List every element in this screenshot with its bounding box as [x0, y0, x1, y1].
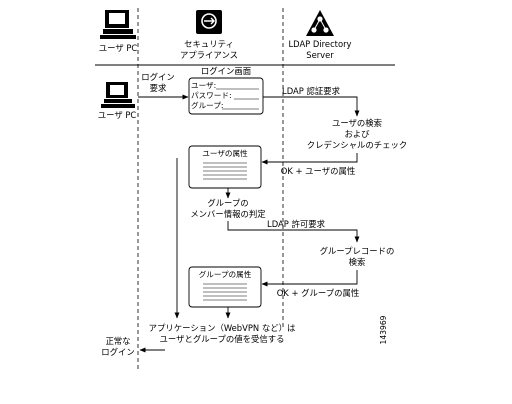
- header-user-pc-label: ユーザ PC: [99, 43, 138, 53]
- login-request-label-1: ログイン: [141, 72, 175, 82]
- ok-user-attributes-label: OK + ユーザの属性: [281, 166, 356, 176]
- login-screen-box: [188, 77, 264, 115]
- header-ldap-label-2: Server: [306, 50, 334, 60]
- group-record-label-1: グループレコードの: [320, 246, 395, 256]
- group-attributes-title: グループの属性: [199, 269, 252, 279]
- user-search-label-3: クレデンシャルのチェック: [307, 140, 408, 150]
- app-receives-label-1: アプリケーション（WebVPN など）は: [149, 323, 296, 333]
- left-user-pc-label: ユーザ PC: [98, 110, 137, 120]
- ok-group-attributes-label: OK + グループの属性: [277, 288, 360, 298]
- group-record-label-2: 検索: [349, 257, 366, 267]
- user-attributes-lines: [203, 162, 247, 180]
- user-pc-icon: [100, 10, 136, 39]
- login-request-label-2: 要求: [150, 83, 167, 93]
- header-appliance-label-2: アプライアンス: [180, 50, 238, 60]
- header-ldap-label-1: LDAP Directory: [288, 39, 351, 49]
- ok-user-attributes-arrow: [261, 153, 358, 165]
- header-appliance-label-1: セキュリティ: [184, 39, 234, 49]
- ldap-authz-request-arrow: [227, 221, 360, 243]
- app-receives-label-2: ユーザとグループの値を受信する: [160, 334, 285, 344]
- user-search-label-2: および: [344, 129, 370, 139]
- left-user-pc-icon: [101, 82, 135, 108]
- normal-login-label-2: ログイン: [101, 347, 135, 357]
- ok-group-attributes-arrow: [261, 270, 358, 287]
- figure-id: 143969: [379, 315, 388, 344]
- user-attributes-title: ユーザの属性: [202, 148, 248, 158]
- user-search-label-1: ユーザの検索: [332, 118, 382, 128]
- ldap-server-icon: [306, 10, 334, 36]
- group-member-label-2: メンバー情報の判定: [190, 209, 266, 219]
- login-password-field: パスワード:: [191, 91, 232, 100]
- group-attributes-box: [188, 266, 262, 308]
- login-screen-title: ログイン画面: [201, 66, 251, 76]
- ldap-auth-request-label: LDAP 認証要求: [282, 86, 341, 96]
- group-member-label-1: グループの: [207, 198, 248, 208]
- login-group-field: グループ:: [191, 100, 223, 110]
- login-user-field: ユーザ:: [191, 81, 216, 90]
- ldap-authz-request-label: LDAP 許可要求: [267, 219, 326, 229]
- normal-login-label-1: 正常な: [105, 336, 130, 346]
- security-appliance-icon: [196, 10, 222, 34]
- ldap-auth-request-arrow: [263, 96, 360, 117]
- group-attributes-lines: [203, 283, 247, 301]
